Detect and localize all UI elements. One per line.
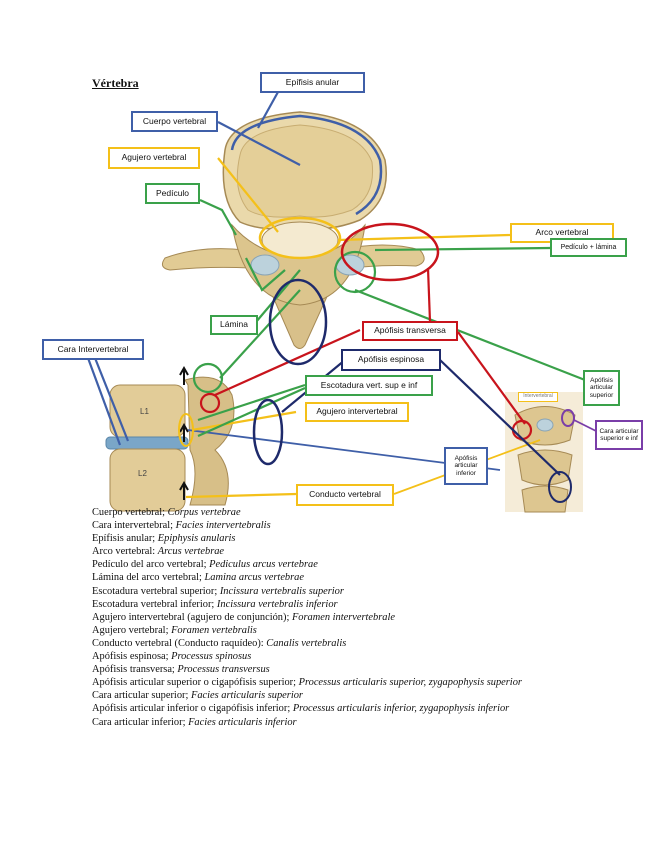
label-cara-articular-superior-inf: Cara articular superior e inf: [595, 420, 643, 450]
page-title: Vértebra: [92, 76, 139, 90]
vertebra-l2-mark: L2: [138, 469, 147, 478]
legend-row: Conducto vertebral (Conducto raquídeo): …: [92, 637, 347, 649]
label-escotadura: Escotadura vert. sup e inf: [305, 375, 433, 396]
line-cara-intervertebral-1: [86, 357, 122, 446]
line-cuerpo: [217, 121, 301, 166]
label-agujero-intervertebral: Agujero intervertebral: [305, 402, 409, 422]
legend-row: Escotadura vertebral inferior; Incissura…: [92, 598, 338, 610]
posterior-view: [505, 392, 583, 513]
legend-row: Arco vertebral: Arcus vertebrae: [92, 546, 225, 558]
label-apofisis-articular-inferior: Apófisis articular inferior: [444, 447, 488, 485]
line-escotadura-2: [197, 386, 306, 438]
arrow-up-3: [179, 480, 189, 500]
legend-row: Agujero intervertebral (agujero de conju…: [92, 611, 395, 623]
label-apofisis-articular-superior: Apófisis articular superior: [583, 370, 620, 406]
line-lamina: [255, 269, 301, 323]
outline-sup-articular-lateral: [192, 362, 224, 394]
line-arco-yellow: [337, 233, 511, 242]
line-cara-intervertebral-2: [93, 357, 130, 442]
line-articular-green: [219, 289, 301, 379]
line-pediculo-lamina: [374, 246, 551, 252]
line-conducto: [185, 492, 297, 499]
line-cara-articular: [573, 419, 599, 433]
legend-row: Apófisis espinosa; Processus spinosus: [92, 651, 252, 663]
lateral-body-l2: [109, 448, 186, 512]
posterior-facet: [536, 418, 554, 432]
outline-lamina-left: [245, 257, 286, 292]
label-pediculo: Pedículo: [145, 183, 200, 204]
label-epifisis-anular: Epífisis anular: [260, 72, 365, 93]
label-cara-intervertebral: Cara Intervertebral: [42, 339, 144, 360]
label-inset-intervertebral: Intervertebral: [518, 392, 558, 402]
outline-spinous: [268, 278, 328, 366]
legend-row: Cara articular inferior; Facies articula…: [92, 716, 297, 728]
outline-transverse-lateral: [199, 392, 221, 414]
line-pediculo: [199, 198, 237, 236]
vertebra-diagram: L1 L2: [86, 91, 599, 513]
outline-lamina: [333, 250, 377, 294]
legend-row: Escotadura vertebral superior; Incissura…: [92, 585, 344, 597]
label-lamina: Lámina: [210, 315, 258, 335]
outline-foramen: [258, 216, 342, 260]
outline-spinous-inset: [548, 471, 572, 503]
legend-row: Apófisis transversa; Processus transvers…: [92, 664, 270, 676]
outline-epifisis-ring: [230, 114, 383, 216]
line-escotadura-1: [197, 383, 306, 422]
outline-foramen-lateral: [178, 413, 194, 447]
outline-arco-vertebral: [340, 222, 440, 282]
label-apofisis-transversa: Apófisis transversa: [362, 321, 458, 341]
label-apofisis-espinosa: Apófisis espinosa: [341, 349, 441, 371]
legend-row: Cara articular superior; Facies articula…: [92, 690, 303, 702]
terminology-legend: Cuerpo vertebral; Corpus vertebrae Cara …: [92, 506, 522, 729]
articular-process-left: [250, 254, 280, 276]
line-transversa-2: [457, 331, 526, 425]
arrow-up-1: [179, 365, 189, 385]
legend-row: Apófisis articular superior o cigapófisi…: [92, 677, 522, 689]
legend-row: Lámina del arco vertebral; Lamina arcus …: [92, 572, 304, 584]
label-cuerpo-vertebral: Cuerpo vertebral: [131, 111, 218, 132]
outline-spinous-lateral: [252, 398, 284, 466]
line-arco-red: [426, 267, 432, 323]
label-agujero-vertebral: Agujero vertebral: [108, 147, 200, 169]
outline-cara-articular-inset: [561, 409, 575, 427]
vertebral-body-spongy: [236, 124, 374, 218]
label-conducto-vertebral: Conducto vertebral: [296, 484, 394, 506]
label-pediculo-lamina: Pedículo + lámina: [550, 238, 627, 257]
line-agujero-vertebral: [217, 157, 279, 233]
vertebra-superior-view: [161, 111, 425, 349]
arrow-up-2: [179, 422, 189, 442]
legend-row: Cara intervertebral; Facies intervertebr…: [92, 520, 271, 532]
line-to-sup-articular: [354, 288, 586, 382]
legend-row: Apófisis articular inferior o cigapófisi…: [92, 703, 510, 715]
legend-row: Epífisis anular; Epiphysis anularis: [92, 533, 236, 545]
legend-row: Agujero vertebral; Foramen vertebralis: [92, 624, 257, 636]
line-espinosa-2: [439, 359, 561, 476]
transverse-process-left: [161, 248, 251, 271]
lateral-processes: [184, 376, 235, 506]
legend-row: Pedículo del arco vertebral; Pediculus a…: [92, 559, 318, 571]
vertebra-l1-mark: L1: [140, 407, 149, 416]
legend-row: Cuerpo vertebral; Corpus vertebrae: [92, 507, 241, 518]
